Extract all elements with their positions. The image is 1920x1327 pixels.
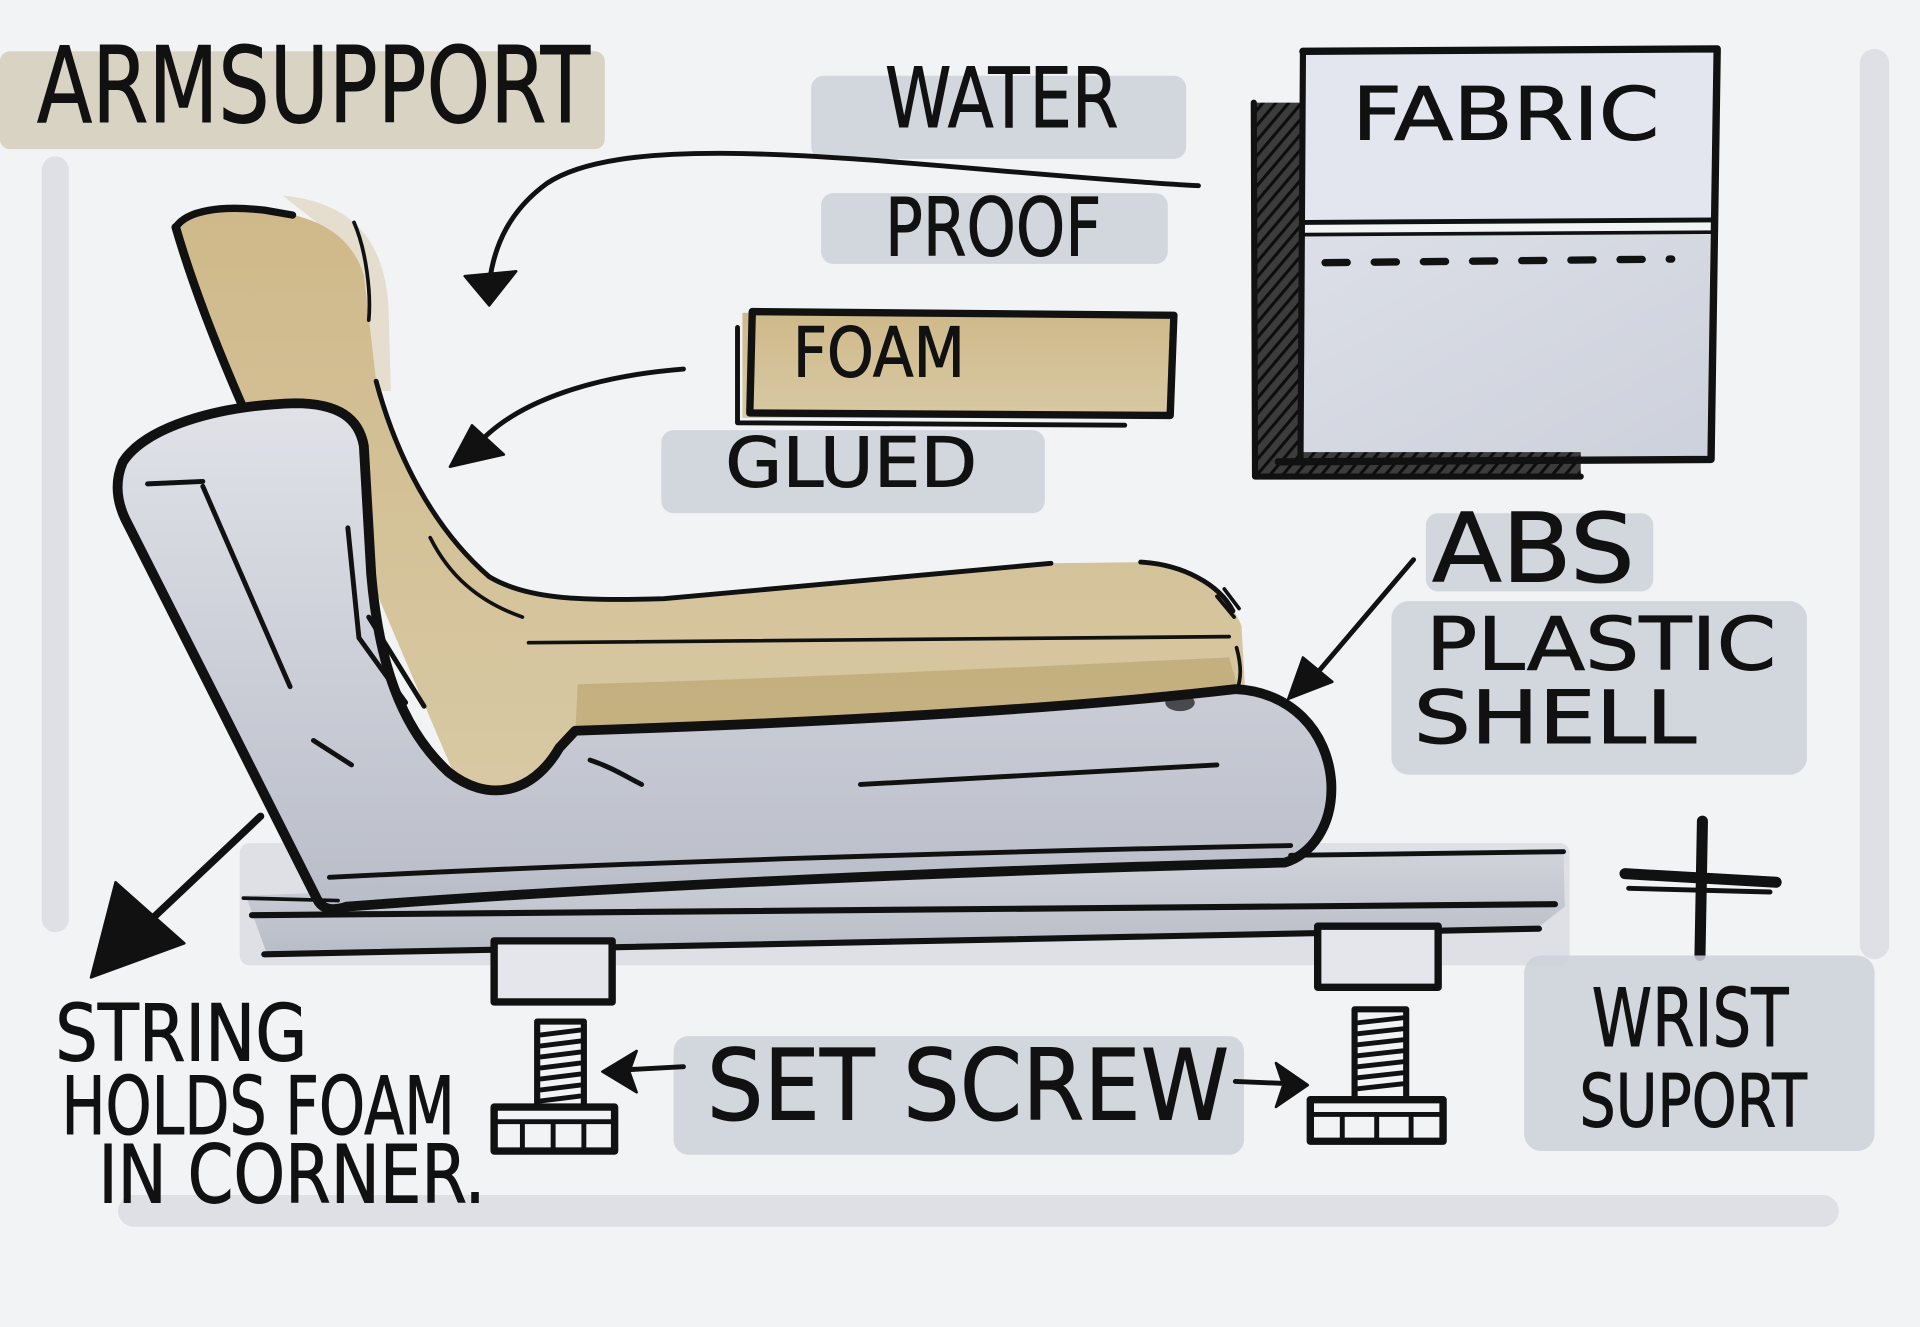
glued-marker-wash: [661, 430, 1045, 514]
fabric-top-fill: [1302, 51, 1715, 223]
wrist-support-label-line-2: SUPORT: [1580, 1060, 1808, 1145]
wrist-marker-wash: [1524, 955, 1875, 1152]
foam-upright-top-edge: [172, 204, 297, 231]
fabric-seam-line-1: [1300, 217, 1718, 225]
fabric-label: FABRIC: [1352, 72, 1659, 157]
foam-shell-junction-mark: [1165, 694, 1195, 712]
shell-arrowhead: [1286, 656, 1334, 701]
foam-inner-line: [526, 634, 1232, 645]
shell-label-line-2: PLASTIC: [1426, 603, 1776, 688]
foam-front-contour: [1138, 559, 1236, 614]
shell-label-line-1: ABS: [1432, 493, 1635, 605]
left-screw-bracket-outline: [490, 937, 616, 1006]
marker-stroke-bottom: [118, 1195, 1839, 1227]
string-note-line-1: STRING: [55, 989, 307, 1080]
base-plate-fill: [245, 851, 1565, 957]
string-note-line-3: IN CORNER.: [98, 1129, 485, 1223]
shell-arrow-line: [1310, 557, 1417, 681]
foam-swatch-shadow-line: [735, 325, 1128, 428]
right-screw-knob-grips: [1307, 1111, 1446, 1144]
set-screw-left-arrowhead: [601, 1049, 638, 1094]
foam-front-end-line: [1234, 645, 1243, 694]
marker-stroke-right: [1859, 48, 1890, 960]
fabric-seam-line-2: [1301, 230, 1717, 237]
proof-marker-wash: [821, 193, 1168, 264]
foam-upright-right-edge: [352, 220, 372, 322]
seat-ledge-line-left: [587, 757, 645, 787]
base-plate-middle-edge: [248, 901, 1559, 919]
foam-pad-shadow: [575, 657, 1240, 734]
abs-marker-wash: [1425, 513, 1654, 592]
set-screw-right-arrowhead: [1274, 1061, 1310, 1109]
left-screw-threads: [538, 1027, 583, 1104]
foam-arrowhead: [448, 424, 506, 468]
right-screw-bracket-outline: [1314, 922, 1442, 991]
foam-top-contour: [373, 378, 1054, 602]
left-screw-knob-grips: [491, 1119, 618, 1154]
shell-bottom-inner-line: [326, 843, 1294, 880]
shell-back-inner-dash: [310, 738, 355, 768]
foam-label: FOAM: [793, 314, 965, 394]
marker-stroke-left: [41, 156, 69, 933]
foam-slope-line: [428, 535, 525, 619]
wrist-support-label-line-1: WRIST: [1592, 972, 1789, 1066]
seat-ledge-line-right: [857, 762, 1220, 787]
waterproof-label-line-1: WATER: [885, 50, 1119, 147]
fabric-hatch-edge: [1250, 99, 1584, 480]
string-arrow-line: [131, 812, 265, 939]
shell-marker-wash: [1391, 601, 1807, 775]
fabric-stitch-line: [1321, 255, 1676, 267]
shell-back-inner-edge: [200, 483, 293, 690]
fabric-swatch-outline: [1274, 45, 1721, 466]
title-marker-wash: [0, 51, 605, 150]
foam-swatch-outline: [746, 307, 1178, 420]
right-screw-threads: [1355, 1015, 1405, 1092]
set-screw-marker-wash: [673, 1036, 1244, 1155]
water-marker-wash: [811, 75, 1187, 159]
foam-pad-fill: [175, 208, 1246, 794]
set-screw-label: SET SCREW: [707, 1030, 1229, 1144]
waterproof-label-line-2: PROOF: [885, 182, 1101, 276]
title: ARMSUPPORT: [37, 24, 591, 147]
plastic-shell-fill: [117, 403, 1332, 910]
foam-front-curl: [1215, 587, 1241, 619]
glued-label: GLUED: [725, 424, 977, 504]
plus-sign-double-stroke: [1626, 885, 1773, 895]
shell-label-line-3: SHELL: [1414, 676, 1697, 761]
waterproof-arrow-line: [486, 150, 1201, 286]
foam-swatch-fill: [742, 312, 1173, 418]
right-screw-bracket: [1317, 926, 1439, 988]
waterproof-arrowhead: [463, 270, 518, 307]
fabric-inner-left-line: [1297, 48, 1307, 465]
fabric-side-hatching: [1253, 102, 1303, 475]
left-screw-bracket: [494, 940, 613, 1002]
base-plate-top-edge: [1288, 849, 1566, 858]
foam-upright-left-edge: [171, 222, 248, 413]
string-arrowhead: [89, 881, 186, 979]
string-note-line-2: HOLDS FOAM: [61, 1060, 454, 1154]
base-plate-left-stub: [241, 896, 340, 903]
fabric-bottom-fill: [1302, 234, 1710, 457]
string-slot-outline: [345, 525, 427, 709]
shell-back-inner-top: [145, 478, 206, 487]
foam-arrow-line: [470, 366, 686, 453]
